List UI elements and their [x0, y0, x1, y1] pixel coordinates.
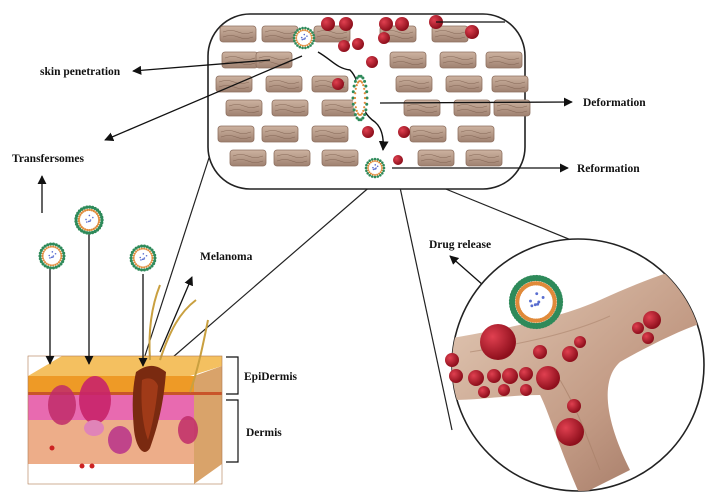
corneocyte-cell [220, 26, 256, 42]
corneocyte-cell [272, 100, 308, 116]
red-blood-droplet-icon [536, 366, 560, 390]
red-blood-droplet-icon [642, 332, 654, 344]
corneocyte-cell [262, 26, 298, 42]
red-blood-droplet-icon [487, 369, 501, 383]
transfersome-vesicle-icon [38, 243, 65, 270]
transfersome-vesicle-icon [74, 205, 103, 234]
corneocyte-cell [396, 76, 432, 92]
red-blood-droplet-icon [498, 384, 510, 396]
corneocyte-cell [312, 126, 348, 142]
corneocyte-cell [218, 126, 254, 142]
red-blood-droplet-icon [480, 324, 516, 360]
red-blood-droplet-icon [632, 322, 644, 334]
red-blood-droplet-icon [339, 17, 353, 31]
corneocyte-cell [256, 52, 292, 68]
corneocyte-cell [222, 52, 258, 68]
red-blood-droplet-icon [574, 336, 586, 348]
drug-release-vesicle [509, 275, 563, 329]
corneocyte-cell [262, 126, 298, 142]
label-skin-penetration: skin penetration [40, 66, 121, 78]
transfersome-vesicles-outside [38, 205, 156, 271]
corneocyte-cell [458, 126, 494, 142]
red-blood-droplet-icon [393, 155, 403, 165]
corneocyte-cell [322, 100, 358, 116]
red-blood-droplet-icon [445, 353, 459, 367]
red-blood-droplet-icon [519, 367, 533, 381]
transfersome-vesicle-icon [509, 275, 563, 329]
red-blood-droplet-icon [465, 25, 479, 39]
corneocyte-cell [390, 52, 426, 68]
transfersome-vesicle-icon [129, 245, 156, 272]
red-blood-droplet-icon [449, 369, 463, 383]
red-blood-droplet-icon [567, 399, 581, 413]
red-blood-droplet-icon [502, 368, 518, 384]
label-epidermis: EpiDermis [244, 371, 298, 383]
corneocyte-cell [492, 76, 528, 92]
red-blood-droplet-icon [562, 346, 578, 362]
corneocyte-cell [322, 150, 358, 166]
red-blood-droplet-icon [398, 126, 410, 138]
corneocyte-cell [440, 52, 476, 68]
corneocyte-cell [274, 150, 310, 166]
corneocyte-cell [486, 52, 522, 68]
corneocyte-cell [216, 76, 252, 92]
red-blood-droplet-icon [643, 311, 661, 329]
red-blood-droplet-icon [352, 38, 364, 50]
red-blood-droplet-icon [338, 40, 350, 52]
label-transfersomes: Transfersomes [12, 153, 84, 165]
red-blood-droplet-icon [395, 17, 409, 31]
red-blood-droplet-icon [478, 386, 490, 398]
red-blood-droplet-icon [362, 126, 374, 138]
layer-brackets [226, 357, 238, 462]
red-blood-droplet-icon [321, 17, 335, 31]
red-blood-droplet-icon [379, 17, 393, 31]
red-blood-droplet-icon [332, 78, 344, 90]
corneocyte-cell [266, 76, 302, 92]
corneocyte-cell [446, 76, 482, 92]
corneocyte-cell [230, 150, 266, 166]
corneocyte-cell [466, 150, 502, 166]
corneocyte-cell [410, 126, 446, 142]
red-blood-droplet-icon [366, 56, 378, 68]
label-deformation: Deformation [583, 97, 646, 109]
red-blood-droplet-icon [520, 384, 532, 396]
label-drug-release: Drug release [429, 239, 491, 251]
skin-cross-section-image [28, 285, 222, 484]
label-melanoma: Melanoma [200, 251, 253, 263]
red-blood-droplet-icon [533, 345, 547, 359]
label-reformation: Reformation [577, 163, 640, 175]
red-blood-droplet-icon [378, 32, 390, 44]
red-blood-droplet-icon [556, 418, 584, 446]
deformed-vesicle-icon [352, 75, 369, 122]
red-blood-droplet-icon [468, 370, 484, 386]
corneocyte-cell [418, 150, 454, 166]
corneocyte-cell [226, 100, 262, 116]
label-dermis: Dermis [246, 427, 282, 439]
